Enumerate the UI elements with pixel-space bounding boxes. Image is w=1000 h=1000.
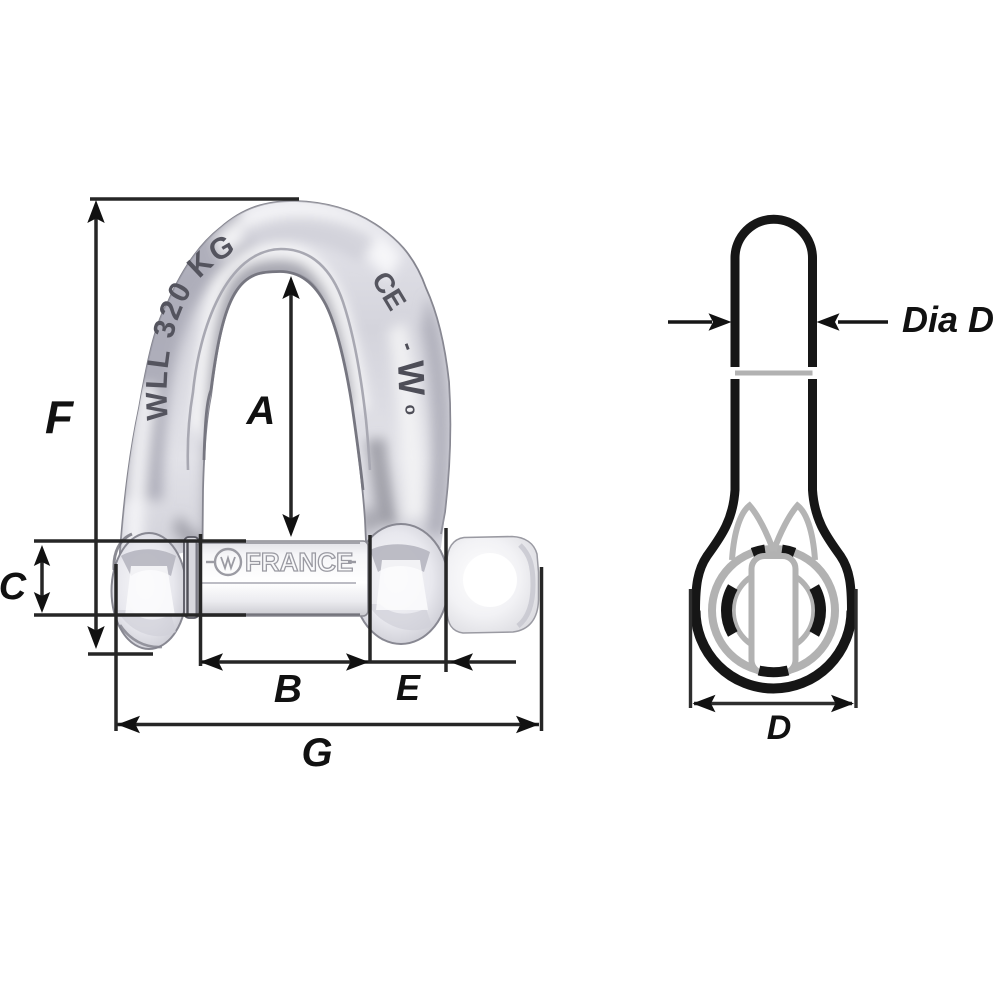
svg-text:W: W [390, 360, 432, 396]
svg-text:Dia D: Dia D [902, 299, 994, 340]
svg-text:E: E [396, 667, 421, 708]
svg-text:F: F [45, 391, 75, 443]
svg-text:B: B [274, 668, 302, 711]
svg-text:o: o [401, 404, 421, 416]
svg-text:G: G [301, 731, 332, 775]
svg-text:D: D [767, 709, 792, 747]
svg-text:C: C [0, 566, 27, 608]
svg-text:FRANCE: FRANCE [245, 547, 353, 577]
svg-text:A: A [246, 389, 276, 433]
